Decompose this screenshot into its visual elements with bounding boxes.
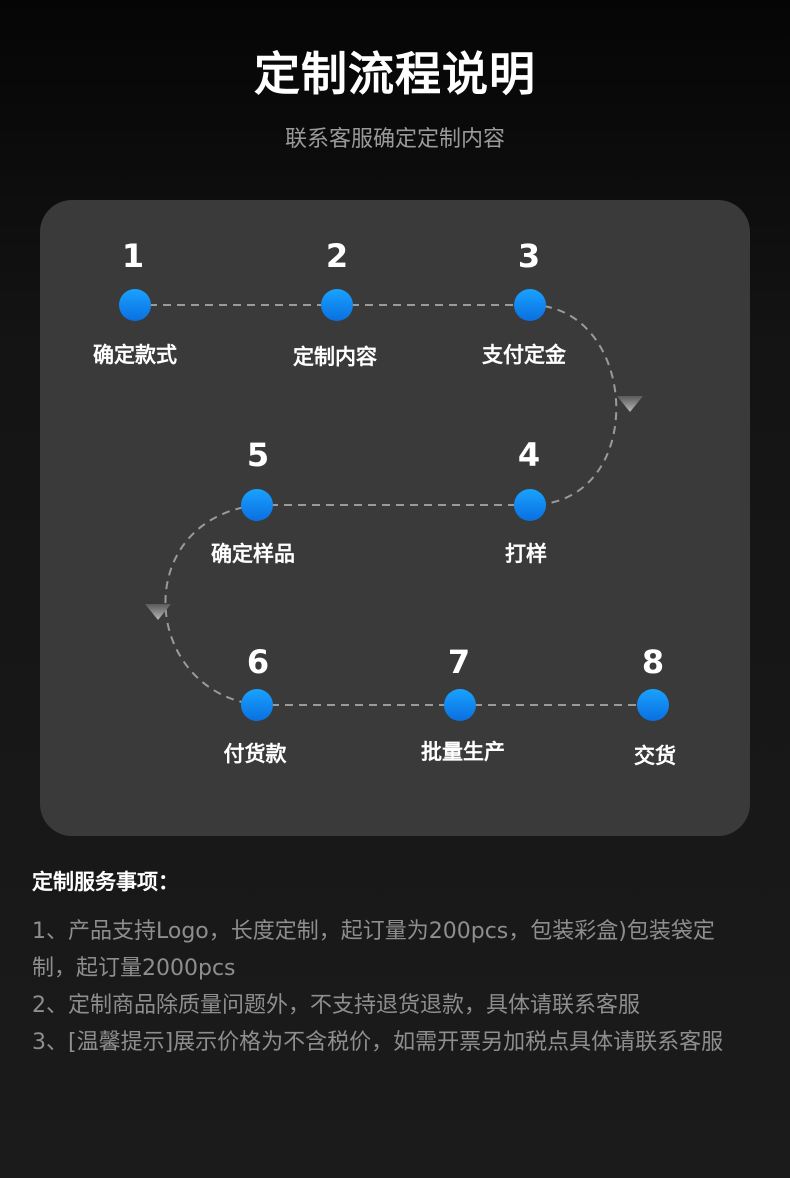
- step-number-6: 6: [246, 643, 270, 681]
- step-number-3: 3: [517, 237, 541, 275]
- step-node-5: [241, 489, 273, 521]
- step-label-8: 交货: [634, 744, 676, 768]
- step-label-7: 批量生产: [421, 740, 505, 764]
- note-item: 3、[温馨提示]展示价格为不含税价，如需开票另加税点具体请联系客服: [32, 1030, 724, 1055]
- step-label-3: 支付定金: [482, 343, 566, 367]
- step-number-5: 5: [246, 436, 270, 474]
- step-number-2: 2: [325, 237, 349, 275]
- step-number-1: 1: [121, 237, 145, 275]
- step-label-2: 定制内容: [293, 345, 377, 369]
- arrow-down-icon: [617, 396, 643, 412]
- connector-3-4: [529, 304, 618, 506]
- step-node-4: [514, 489, 546, 521]
- notes-list: 1、产品支持Logo，长度定制，起订量为200pcs，包装彩盒)包装袋定制，起订…: [32, 913, 758, 1061]
- step-number-7: 7: [447, 643, 471, 681]
- step-node-7: [444, 689, 476, 721]
- connector-5-6: [164, 504, 258, 706]
- step-label-1: 确定款式: [93, 343, 177, 367]
- page-subtitle: 联系客服确定定制内容: [284, 127, 505, 152]
- page-title: 定制流程说明: [254, 47, 536, 101]
- notes-title: 定制服务事项：: [32, 870, 179, 894]
- step-node-6: [241, 689, 273, 721]
- step-label-6: 付货款: [223, 742, 287, 766]
- process-flow-diagram: [119, 289, 669, 721]
- note-item: 1、产品支持Logo，长度定制，起订量为200pcs，包装彩盒)包装袋定制，起订…: [32, 919, 715, 981]
- note-item: 2、定制商品除质量问题外，不支持退货退款，具体请联系客服: [32, 993, 640, 1018]
- process-card: 1 2 3 4 5 6 7 8 确定款式 定制内容 支付定金 打样 确定样品 付…: [40, 200, 750, 836]
- arrow-down-icon: [145, 604, 171, 620]
- step-node-3: [514, 289, 546, 321]
- step-label-5: 确定样品: [211, 542, 295, 566]
- step-node-8: [637, 689, 669, 721]
- step-node-2: [321, 289, 353, 321]
- step-number-4: 4: [517, 436, 541, 474]
- step-number-8: 8: [641, 643, 665, 681]
- step-node-1: [119, 289, 151, 321]
- step-label-4: 打样: [505, 542, 547, 566]
